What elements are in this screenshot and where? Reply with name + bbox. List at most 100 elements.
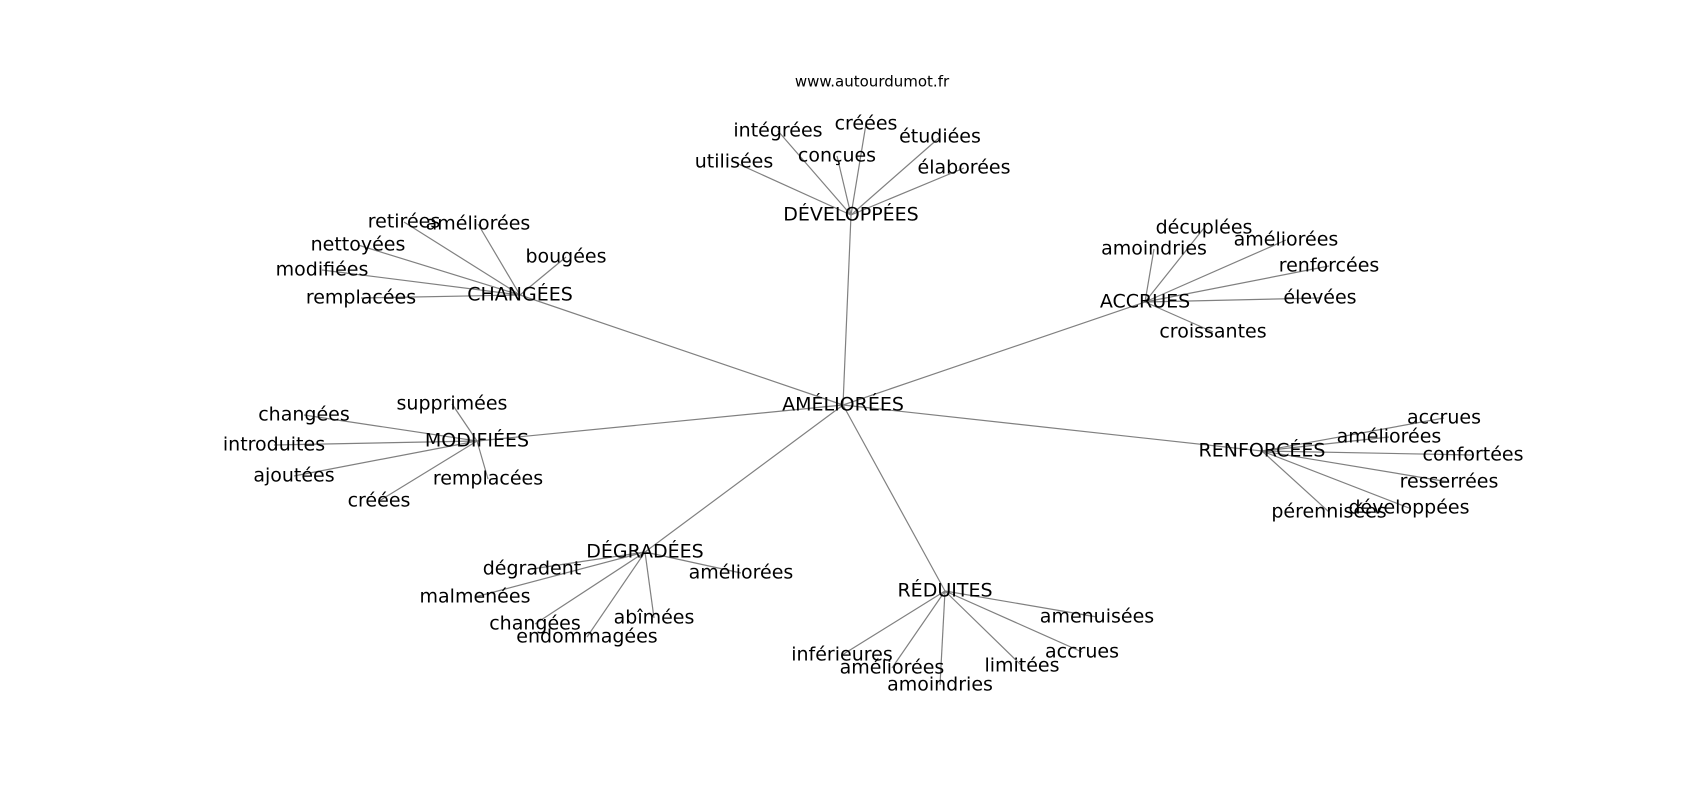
hub-leaf-edge xyxy=(644,551,742,574)
hub-leaf-edge xyxy=(841,590,946,656)
hub-leaf-edge xyxy=(944,590,1023,667)
leaf-word: remplacées xyxy=(306,287,416,309)
leaf-word: abîmées xyxy=(614,607,695,629)
hub-leaf-edge xyxy=(586,551,646,638)
leaf-word: décuplées xyxy=(1156,217,1253,239)
hub-leaf-edge xyxy=(360,294,521,299)
center-hub-edge xyxy=(842,214,852,406)
leaf-word: changées xyxy=(258,404,350,426)
leaf-word: changées xyxy=(489,613,581,635)
hub-leaf-edge xyxy=(1261,450,1474,456)
leaf-word: améliorées xyxy=(840,657,945,679)
site-watermark: www.autourdumot.fr xyxy=(795,73,950,91)
leaf-word: accrues xyxy=(1045,641,1119,663)
hub-leaf-edge xyxy=(474,551,646,598)
hub-leaf-edge xyxy=(534,551,646,625)
leaf-word: améliorées xyxy=(1234,229,1339,251)
center-hub-edge xyxy=(842,404,946,592)
leaf-word: amenuisées xyxy=(1040,606,1154,628)
leaf-word: amoindries xyxy=(887,674,993,696)
center-hub-edge xyxy=(476,404,844,442)
hub-word: RENFORCÉES xyxy=(1199,439,1326,462)
hub-leaf-edge xyxy=(1261,417,1445,452)
leaf-word: développées xyxy=(1349,497,1470,519)
leaf-word: bougées xyxy=(525,246,606,268)
hub-leaf-edge xyxy=(519,256,567,296)
hub-word: ACCRUES xyxy=(1100,291,1190,313)
center-hub-edge xyxy=(519,294,844,406)
leaf-word: ajoutées xyxy=(253,465,334,487)
center-hub-edge xyxy=(644,404,844,553)
hub-leaf-edge xyxy=(850,123,867,216)
hub-word: DÉGRADÉES xyxy=(586,540,704,563)
leaf-word: remplacées xyxy=(433,468,543,490)
hub-leaf-edge xyxy=(321,269,521,296)
hub-leaf-edge xyxy=(777,130,852,216)
hub-leaf-edge xyxy=(357,244,521,296)
leaf-word: renforcées xyxy=(1279,255,1380,277)
hub-leaf-edge xyxy=(939,590,946,686)
leaf-word: conçues xyxy=(798,145,876,167)
hub-leaf-edge xyxy=(476,440,489,480)
hub-leaf-edge xyxy=(531,551,646,570)
hub-word: DÉVELOPPÉES xyxy=(783,203,919,226)
leaf-word: limitées xyxy=(984,655,1059,677)
hub-leaf-edge xyxy=(944,590,1098,618)
hub-leaf-edge xyxy=(1144,297,1321,303)
hub-leaf-edge xyxy=(644,551,655,619)
leaf-word: intégrées xyxy=(733,120,822,142)
leaf-word: pérennisées xyxy=(1271,501,1386,523)
center-hub-edge xyxy=(842,301,1146,406)
hub-leaf-edge xyxy=(944,590,1083,653)
hub-word: MODIFIÉES xyxy=(425,429,529,452)
leaf-word: créées xyxy=(835,113,898,135)
leaf-word: endommagées xyxy=(516,626,657,648)
leaf-word: croissantes xyxy=(1159,321,1266,343)
hub-leaf-edge xyxy=(850,136,941,216)
leaf-word: retirées xyxy=(368,211,440,233)
hub-leaf-edge xyxy=(1144,301,1214,333)
hub-leaf-edge xyxy=(378,440,478,502)
hub-leaf-edge xyxy=(477,223,521,296)
hub-leaf-edge xyxy=(836,155,852,216)
leaf-word: dégradent xyxy=(483,558,582,580)
center-word: AMÉLIORÉES xyxy=(782,393,904,416)
leaf-word: améliorées xyxy=(426,213,531,235)
leaf-word: nettoyées xyxy=(311,234,406,256)
hub-leaf-edge xyxy=(293,440,478,477)
leaf-word: améliorées xyxy=(1337,426,1442,448)
hub-leaf-edge xyxy=(303,414,478,442)
leaf-word: confortées xyxy=(1423,444,1524,466)
leaf-word: introduites xyxy=(223,434,325,456)
leaf-word: créées xyxy=(348,490,411,512)
hub-leaf-edge xyxy=(1261,450,1450,483)
leaf-word: resserrées xyxy=(1400,471,1499,493)
leaf-word: élaborées xyxy=(918,157,1011,179)
hub-leaf-edge xyxy=(891,590,946,669)
hub-leaf-edge xyxy=(1261,450,1330,513)
hub-word: CHANGÉES xyxy=(467,283,573,306)
hub-leaf-edge xyxy=(850,167,965,216)
leaf-word: amoindries xyxy=(1101,238,1207,260)
hub-leaf-edge xyxy=(1144,239,1287,303)
leaf-word: malmenées xyxy=(420,586,531,608)
leaf-word: étudiées xyxy=(899,126,981,148)
leaf-word: améliorées xyxy=(689,562,794,584)
leaf-word: modifiées xyxy=(276,259,369,281)
leaf-word: utilisées xyxy=(695,151,774,173)
hub-word: RÉDUITES xyxy=(897,579,992,602)
leaf-word: inférieures xyxy=(791,644,893,666)
center-hub-edge xyxy=(842,404,1263,452)
hub-leaf-edge xyxy=(1261,436,1390,452)
hub-leaf-edge xyxy=(733,161,852,216)
graph-edges xyxy=(273,123,1474,686)
hub-leaf-edge xyxy=(273,440,478,446)
hub-leaf-edge xyxy=(403,221,521,296)
hub-leaf-edge xyxy=(1144,248,1155,303)
graph-labels: www.autourdumot.fr AMÉLIORÉES intégrées c… xyxy=(223,73,1524,696)
hub-leaf-edge xyxy=(1261,450,1410,509)
leaf-word: accrues xyxy=(1407,407,1481,429)
hub-leaf-edge xyxy=(1144,265,1330,303)
hub-leaf-edge xyxy=(451,403,478,442)
